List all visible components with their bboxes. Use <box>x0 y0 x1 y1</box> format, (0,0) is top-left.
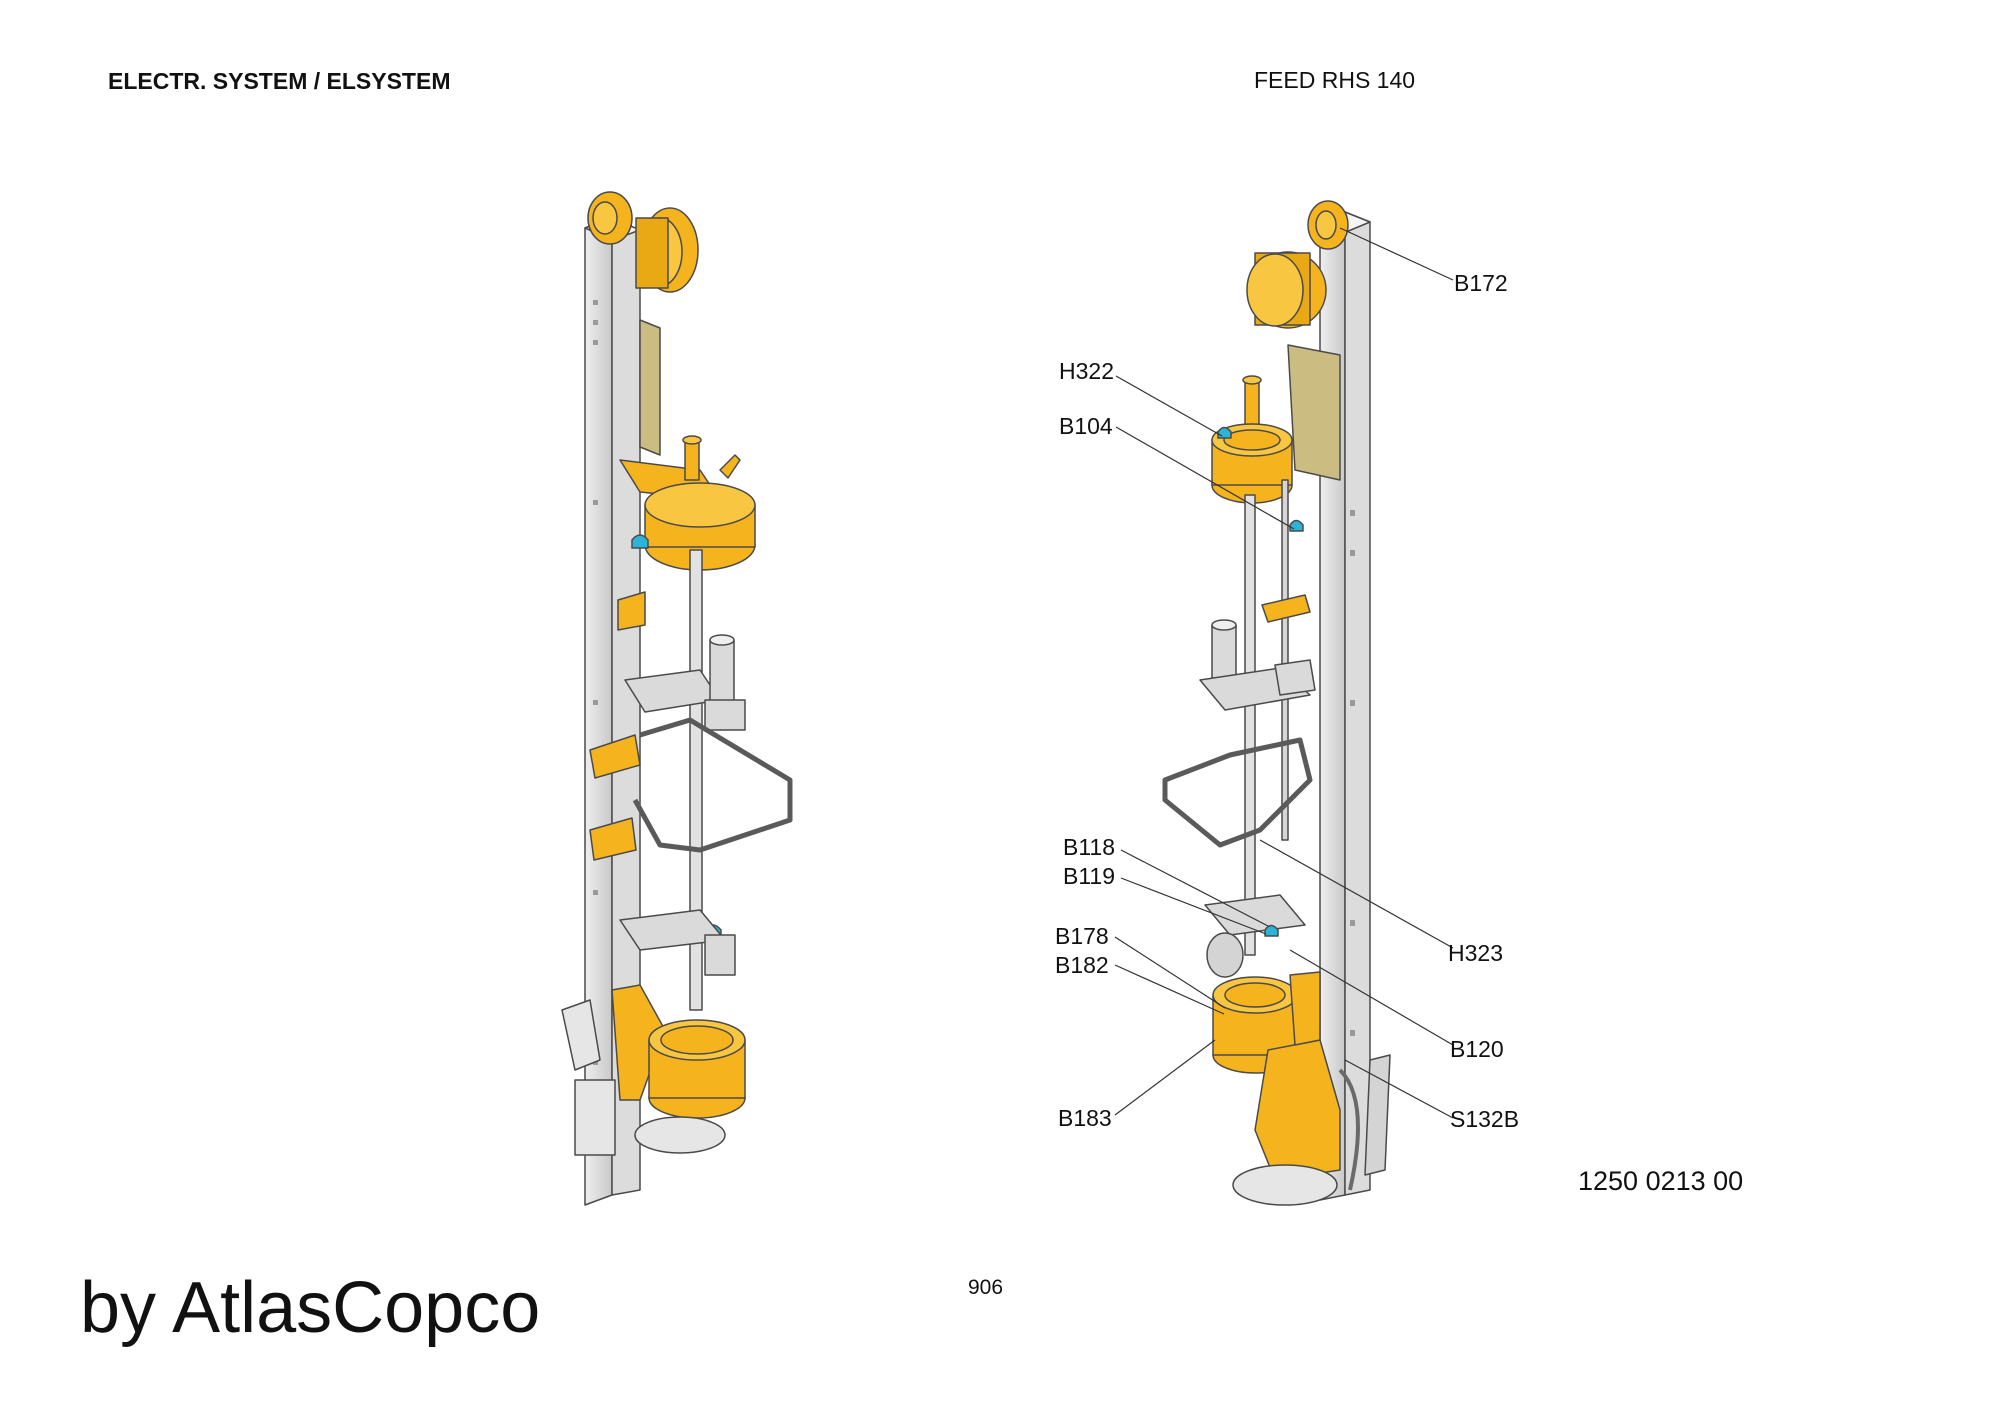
callout-h323: H323 <box>1448 940 1503 966</box>
callout-leader-lines <box>1114 227 1454 1119</box>
assembly-title: FEED RHS 140 <box>1254 67 1416 93</box>
page-number: 906 <box>968 1276 1004 1299</box>
hose-reel <box>587 191 699 293</box>
drawing-number: 1250 0213 00 <box>1578 1166 1744 1196</box>
right-feed-view <box>1162 200 1391 1206</box>
callout-h322: H322 <box>1059 358 1114 384</box>
callout-b120: B120 <box>1450 1036 1504 1062</box>
callout-b172: B172 <box>1454 270 1508 296</box>
section-title: ELECTR. SYSTEM / ELSYSTEM <box>108 68 451 94</box>
callout-b178: B178 <box>1055 923 1109 949</box>
callout-s132b: S132B <box>1450 1106 1520 1132</box>
watermark-text: by AtlasCopco <box>80 1268 541 1348</box>
callout-b119: B119 <box>1063 863 1116 889</box>
callout-b182: B182 <box>1055 952 1109 978</box>
callout-b104: B104 <box>1059 413 1113 439</box>
left-feed-view <box>561 191 793 1206</box>
callout-b183: B183 <box>1058 1105 1112 1131</box>
callout-b118: B118 <box>1063 834 1116 860</box>
